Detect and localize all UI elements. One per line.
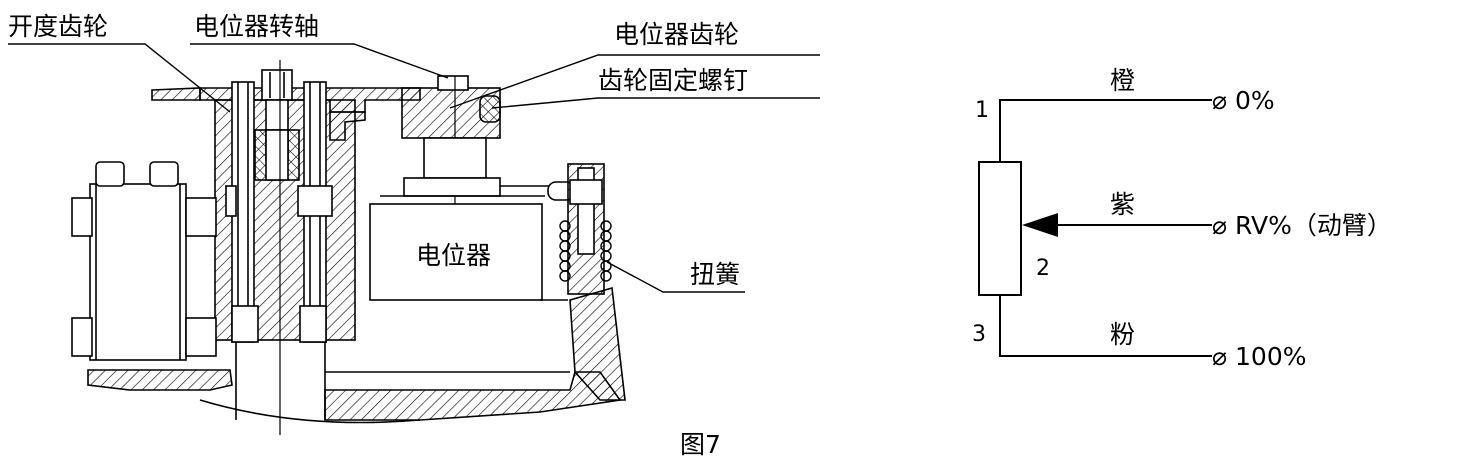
terminal-0-label: 0% [1235,86,1275,115]
pot-body [369,203,543,301]
pin-1: 1 [975,98,989,123]
wire-color-orange: 橙 [1110,66,1136,95]
mechanism-drawing [71,60,626,435]
label-pot-gear: 电位器齿轮 [614,20,740,49]
center-bolt-head [261,69,293,101]
torsion-spring [559,220,612,282]
pin-2: 2 [1036,256,1050,281]
label-spring: 扭簧 [690,260,741,289]
leader-shaft [190,43,449,79]
leader-screw [491,97,820,109]
leader-spring [606,261,745,293]
terminal-symbol-icon: ⌀ [1212,211,1228,240]
label-pot: 电位器 [416,241,492,270]
terminal-wiper: ⌀ RV%（动臂） [1212,213,1392,238]
wire-color-pink: 粉 [1110,320,1136,349]
label-gear: 开度齿轮 [8,12,109,41]
figure-caption: 图7 [680,430,721,459]
right-wall [569,286,626,401]
terminal-100-label: 100% [1235,342,1307,371]
terminal-symbol-icon: ⌀ [1212,342,1228,371]
left-body [89,183,187,361]
pin-3: 3 [972,322,986,347]
wire-top [999,99,1212,162]
wire-color-purple: 紫 [1110,190,1136,219]
top-flange [151,87,201,101]
leader-gear [8,43,231,113]
circuit-diagram [978,99,1212,357]
terminal-100: ⌀ 100% [1212,344,1307,369]
wiper-arrow [1022,213,1058,237]
terminal-wiper-label: RV%（动臂） [1235,211,1392,240]
terminal-symbol-icon: ⌀ [1212,86,1228,115]
leader-pot-gear [449,54,820,109]
terminal-0: ⌀ 0% [1212,88,1275,113]
leader-lines [8,43,820,293]
wire-bottom [999,295,1212,357]
resistor [978,161,1022,296]
label-screw: 齿轮固定螺钉 [598,66,749,95]
label-shaft: 电位器转轴 [194,12,320,41]
bottom-plate [87,369,233,391]
